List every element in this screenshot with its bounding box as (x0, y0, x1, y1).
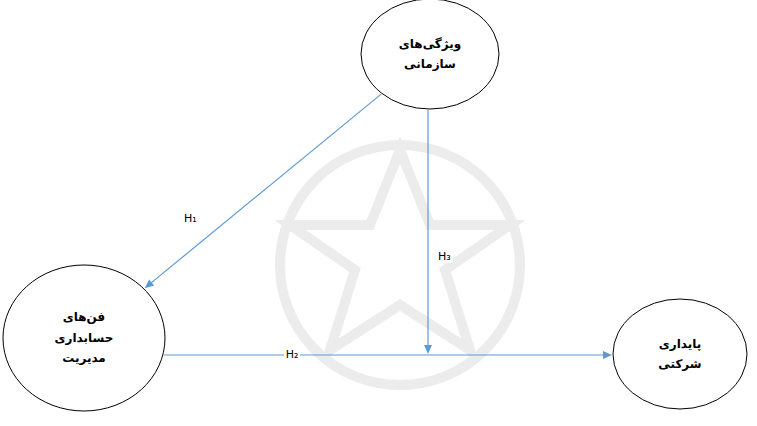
hypothesis-label: H₂ (284, 348, 301, 361)
circle-shape (361, 0, 499, 109)
moderator-arrowhead (424, 345, 432, 354)
moderator-line (427, 110, 428, 346)
hypothesis-label: H₁ (182, 212, 199, 225)
connector-line (151, 94, 381, 283)
relation-arrow (145, 94, 381, 288)
arrowhead (145, 279, 154, 288)
circle-shape (613, 299, 747, 409)
construct-name: ویژگی‌های سازمانی (390, 34, 470, 75)
connector-line (164, 354, 604, 355)
hypothesis-label: H₃ (436, 250, 453, 263)
node-text-block: فن‌های حسابداری مدیریت (47, 307, 121, 368)
node-content: فن‌های حسابداری مدیریت (2, 264, 166, 412)
node-text-block: پایداری شرکتی (649, 334, 711, 375)
construct-circle: فن‌های حسابداری مدیریت (2, 264, 166, 412)
construct-circle: ویژگی‌های سازمانی (360, 0, 500, 110)
construct-name: پایداری شرکتی (649, 334, 711, 375)
circle-shape (3, 265, 165, 411)
construct-circle: پایداری شرکتی (612, 298, 748, 410)
node-content: ویژگی‌های سازمانی (360, 0, 500, 110)
circle-outline (612, 298, 748, 410)
construct-name: فن‌های حسابداری مدیریت (47, 307, 121, 368)
moderator-arrow (424, 110, 432, 354)
watermark-ring (280, 145, 520, 385)
relation-arrow (164, 351, 612, 359)
circle-outline (360, 0, 500, 110)
arrowhead (603, 351, 612, 359)
node-content: پایداری شرکتی (612, 298, 748, 410)
watermark-pattern (280, 145, 520, 385)
node-text-block: ویژگی‌های سازمانی (390, 34, 470, 75)
watermark-star (290, 150, 510, 350)
